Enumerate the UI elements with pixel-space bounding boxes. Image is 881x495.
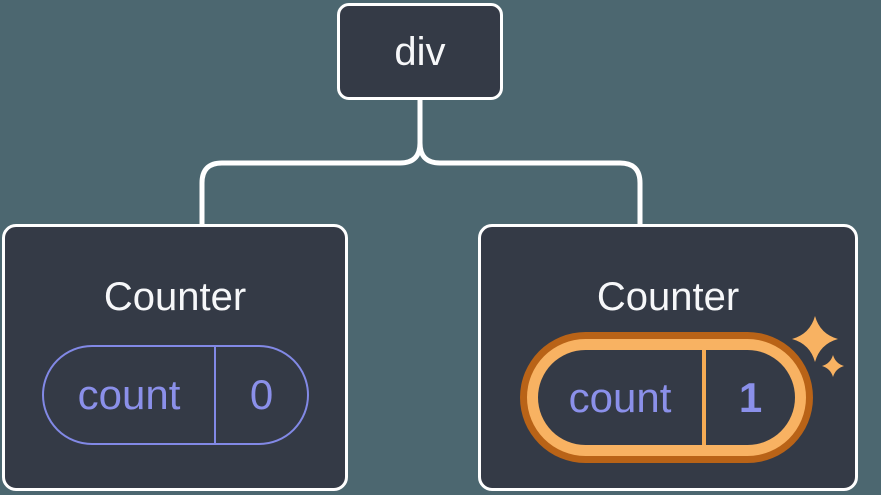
- root-node-div: div: [337, 3, 503, 100]
- counter-title: Counter: [596, 275, 740, 319]
- state-pill: count 1: [538, 350, 795, 445]
- connector-right-branch: [417, 95, 643, 227]
- state-pill-divider: [702, 350, 706, 445]
- counter-card-right: Counter count 1: [478, 224, 858, 491]
- connector-left-branch: [199, 95, 423, 227]
- state-value: 1: [738, 373, 763, 421]
- counter-card-left: Counter count 0: [2, 224, 348, 491]
- state-value: 0: [249, 371, 274, 418]
- root-node-label: div: [394, 29, 446, 74]
- state-pill-highlight-glow: count 1: [527, 339, 806, 456]
- state-key-label: count: [568, 373, 672, 421]
- state-key-label: count: [77, 371, 181, 418]
- state-pill: count 0: [42, 345, 309, 445]
- state-pill-divider: [214, 347, 216, 443]
- state-pill-highlight-ring: count 1: [520, 332, 813, 463]
- counter-title: Counter: [103, 275, 247, 319]
